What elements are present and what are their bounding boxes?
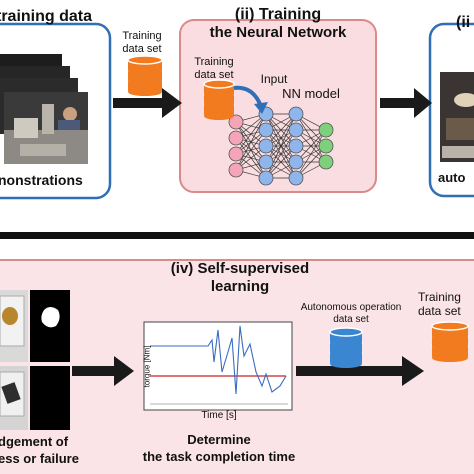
nn-node	[258, 170, 274, 186]
arrow-2-head	[414, 88, 432, 118]
nn-edge	[235, 113, 267, 171]
demonstration-photo-stack	[0, 54, 88, 164]
panel-iv-title-2: learning	[210, 278, 270, 295]
panel-iii-caption: auto	[438, 170, 466, 185]
autonomous-photo	[440, 72, 474, 162]
nn-edge	[235, 113, 267, 155]
panel-i-title: training data	[0, 8, 93, 25]
input-label: Input	[260, 72, 288, 86]
panel-iv-title-1: (iv) Self-supervised	[170, 260, 310, 277]
iv-training-database-icon	[431, 321, 469, 362]
nn-node	[258, 154, 274, 170]
nn-node	[318, 138, 334, 154]
arrow-2-shaft	[380, 98, 416, 108]
nn-node	[288, 170, 304, 186]
panel-ii-training-label: Training data set	[194, 56, 234, 81]
arrow-3-shaft	[72, 366, 116, 376]
judgement-label-1: dgement of	[0, 434, 69, 449]
arrow-1-label: Training data set	[122, 30, 162, 55]
nn-node	[288, 106, 304, 122]
nn-node	[318, 154, 334, 170]
panel-iv-training-label: Training data set	[418, 290, 461, 318]
arrow-1-shaft	[113, 98, 165, 108]
nn-node	[288, 138, 304, 154]
input-arrow	[233, 85, 262, 105]
nn-edge	[265, 129, 297, 179]
torque-trace	[150, 325, 287, 395]
panel-i-caption: nonstrations	[0, 172, 83, 188]
arrow-4-shaft	[296, 366, 404, 376]
judgement-photos	[0, 290, 70, 430]
autonomous-database-icon	[329, 327, 363, 368]
nn-edge	[235, 129, 267, 171]
nn-node	[228, 162, 244, 178]
nn-node	[258, 122, 274, 138]
panel-iii-title: (ii	[456, 14, 471, 31]
torque-plot	[143, 321, 293, 411]
nn-node	[318, 122, 334, 138]
arrow-1-head	[162, 88, 182, 118]
nn-node	[288, 122, 304, 138]
divider-bar	[0, 232, 474, 239]
plot-xlabel: Time [s]	[201, 410, 237, 421]
training-database-icon	[127, 55, 163, 96]
arrow-3-head	[114, 356, 134, 386]
nn-node	[228, 146, 244, 162]
input-arrow-head	[254, 102, 268, 114]
nn-node	[228, 114, 244, 130]
plot-ylabel: torque [Nm]	[142, 345, 152, 388]
nn-node	[258, 138, 274, 154]
arrow-4-head	[402, 356, 424, 386]
determine-label-2: the task completion time	[142, 449, 296, 464]
nn-training-database-icon	[203, 79, 235, 120]
nn-edge	[265, 113, 297, 163]
nn-edge	[295, 129, 327, 179]
determine-label-1: Determine	[187, 432, 251, 447]
nn-model-label: NN model	[282, 86, 340, 101]
nn-node	[288, 154, 304, 170]
autonomous-label: Autonomous operation data set	[300, 302, 402, 325]
judgement-label-2: ess or failure	[0, 451, 79, 466]
nn-node	[228, 130, 244, 146]
panel-ii-title-2: the Neural Network	[209, 24, 347, 41]
panel-ii-title-1: (ii) Training	[234, 6, 322, 23]
